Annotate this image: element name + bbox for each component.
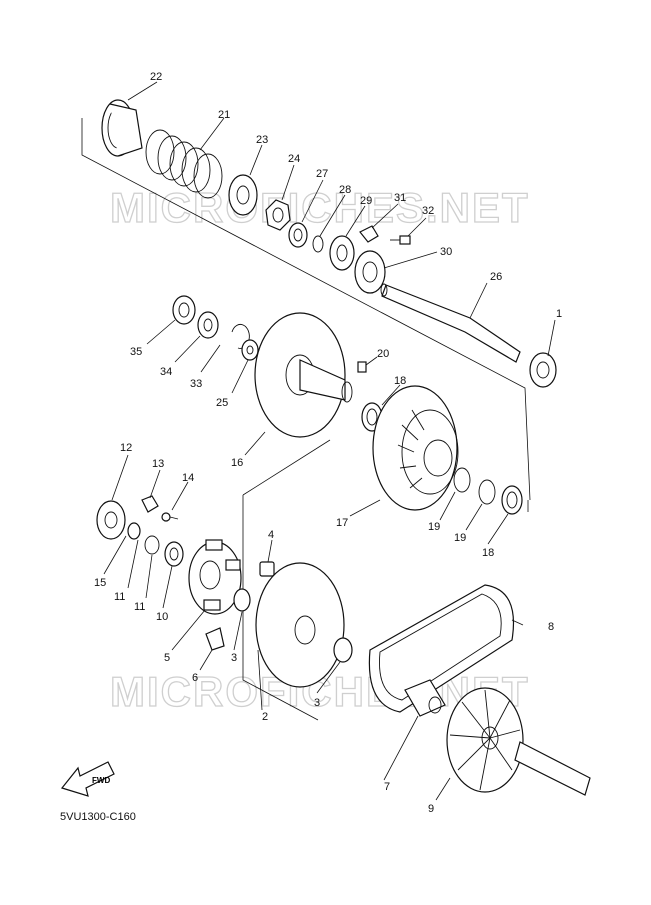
part-12-bearing <box>96 500 126 540</box>
callout-2: 2 <box>262 711 268 723</box>
callout-24: 24 <box>288 153 300 165</box>
part-24-nut <box>265 199 291 231</box>
part-13-plate <box>141 495 159 513</box>
callout-27: 27 <box>316 168 328 180</box>
callout-20: 20 <box>377 348 389 360</box>
callout-31: 31 <box>394 192 406 204</box>
callout-18b: 18 <box>482 547 494 559</box>
part-21-spring <box>145 129 223 199</box>
part-9-fan <box>446 687 524 793</box>
callout-33: 33 <box>190 378 202 390</box>
part-15-collar <box>127 522 141 540</box>
callout-13: 13 <box>152 458 164 470</box>
assembly-frame-lines <box>81 118 531 721</box>
part-27-collar <box>288 222 308 248</box>
part-20-guide-pin <box>357 361 367 373</box>
fwd-label: FWD <box>92 776 110 785</box>
callout-22: 22 <box>150 71 162 83</box>
callout-32: 32 <box>422 205 434 217</box>
callout-35: 35 <box>130 346 142 358</box>
part-7-collar <box>404 679 446 717</box>
part-28-o-ring <box>312 235 324 253</box>
part-3-spacer-b <box>333 637 353 663</box>
part-14-screw <box>161 512 179 522</box>
part-4-collar <box>259 561 275 577</box>
callout-6: 6 <box>192 672 198 684</box>
callout-8: 8 <box>548 621 554 633</box>
callout-1: 1 <box>556 308 562 320</box>
callout-5: 5 <box>164 652 170 664</box>
part-18-oil-seal-lower <box>501 485 523 515</box>
callout-15: 15 <box>94 577 106 589</box>
callout-11b: 11 <box>134 601 145 613</box>
part-23-collar <box>228 174 258 216</box>
forward-direction-indicator: FWD <box>60 761 115 797</box>
part-22-seal <box>101 99 143 157</box>
watermark-top: MICROFICHES.NET <box>110 184 530 231</box>
part-25-bearing <box>241 339 259 361</box>
callout-3b: 3 <box>314 697 320 709</box>
part-8-v-belt <box>368 584 515 713</box>
part-31-plate <box>359 225 379 243</box>
part-17-sliding-sheave <box>372 385 459 511</box>
callout-28: 28 <box>339 184 351 196</box>
part-11-circlip <box>144 535 160 555</box>
part-29-bearing <box>329 235 355 271</box>
callout-34: 34 <box>160 366 172 378</box>
part-34-bearing <box>197 311 219 339</box>
callout-26: 26 <box>490 271 502 283</box>
part-19-o-ring-b <box>478 479 496 505</box>
part-16-fixed-sheave <box>254 312 353 438</box>
callout-25: 25 <box>216 397 228 409</box>
part-2-clutch-housing <box>255 562 345 688</box>
callout-labels: 1 2 3 3 4 5 6 7 8 9 10 11 11 12 13 14 15… <box>94 71 562 815</box>
callout-14: 14 <box>182 472 194 484</box>
part-30-bearing <box>354 250 386 294</box>
part-19-o-ring-a <box>453 467 471 493</box>
crankshaft-end <box>514 741 591 796</box>
part-1-bearing <box>529 352 557 388</box>
callout-10: 10 <box>156 611 168 623</box>
callout-4: 4 <box>268 529 274 541</box>
part-32-bolt <box>390 235 411 245</box>
callout-19a: 19 <box>428 521 440 533</box>
leader-lines <box>103 81 556 801</box>
callout-9: 9 <box>428 803 434 815</box>
callout-23: 23 <box>256 134 268 146</box>
callout-11a: 11 <box>114 591 125 603</box>
callout-16: 16 <box>231 457 243 469</box>
callout-18a: 18 <box>394 375 406 387</box>
callout-29: 29 <box>360 195 372 207</box>
part-6-clutch-shoe <box>205 627 225 651</box>
part-5-clutch-carrier <box>188 539 242 615</box>
callout-30: 30 <box>440 246 452 258</box>
part-35-bearing <box>172 295 196 325</box>
part-10-needle-bearing <box>164 541 184 567</box>
callout-21: 21 <box>218 109 230 121</box>
callout-12: 12 <box>120 442 132 454</box>
callout-17: 17 <box>336 517 348 529</box>
callout-19b: 19 <box>454 532 466 544</box>
diagram-code: 5VU1300-C160 <box>60 811 136 823</box>
callout-3a: 3 <box>231 652 237 664</box>
part-3-spacer-a <box>233 588 251 612</box>
callout-7: 7 <box>384 781 390 793</box>
